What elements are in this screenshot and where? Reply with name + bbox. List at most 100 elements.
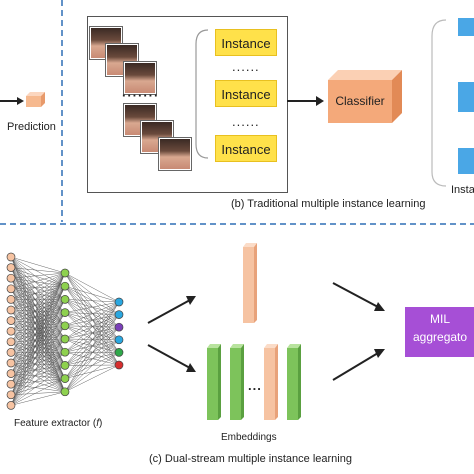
network-edge — [10, 299, 66, 395]
network-edge — [10, 286, 66, 364]
network-edge — [64, 339, 120, 353]
input-node — [6, 326, 16, 336]
panel-b-caption: (b) Traditional multiple instance learni… — [231, 198, 426, 210]
instance-box: Instance — [215, 135, 277, 162]
network-edge — [10, 299, 66, 385]
network-edge — [64, 301, 120, 379]
network-edge — [10, 272, 66, 395]
network-edge — [10, 312, 66, 406]
output-node — [114, 348, 124, 357]
network-edge — [10, 272, 66, 290]
network-edge — [64, 312, 120, 315]
network-edge — [10, 267, 66, 274]
partial-instance-label: Insta — [451, 184, 474, 196]
network-edge — [64, 299, 120, 315]
network-edge — [10, 277, 66, 300]
network-edge — [10, 272, 66, 332]
network-edge — [10, 299, 66, 353]
network-edge — [64, 301, 120, 366]
network-edge — [64, 312, 120, 366]
network-edge — [64, 301, 120, 340]
network-edge — [10, 256, 66, 274]
hidden-node — [60, 374, 70, 383]
network-edge — [64, 286, 120, 328]
network-edge — [64, 301, 120, 327]
network-edge — [10, 267, 66, 287]
network-edge — [10, 272, 66, 321]
input-node — [6, 390, 16, 400]
network-edge — [64, 338, 120, 353]
output-node — [114, 335, 124, 345]
network-edge — [10, 378, 66, 406]
network-edge — [64, 364, 120, 379]
hidden-node — [60, 308, 70, 317]
network-edge — [10, 286, 66, 385]
network-edge — [10, 288, 66, 313]
network-edge — [64, 272, 120, 328]
network-edge — [10, 312, 66, 395]
network-edge — [10, 286, 66, 406]
network-edge — [64, 314, 120, 327]
network-edge — [64, 327, 120, 392]
network-edge — [10, 299, 66, 374]
network-edge — [10, 278, 66, 313]
network-edge — [10, 256, 66, 313]
network-edge — [64, 325, 120, 328]
hidden-node — [60, 387, 70, 397]
feature-extractor-label: Feature extractor (f) — [14, 418, 103, 429]
network-edge — [64, 352, 120, 392]
instance-box: Instance — [215, 29, 277, 56]
network-edge — [10, 299, 66, 364]
hidden-node — [60, 268, 70, 278]
network-edge — [10, 312, 66, 374]
instance-box: Instance — [215, 80, 277, 107]
input-node — [6, 369, 16, 378]
mil-aggregator-box — [405, 307, 474, 357]
network-edge — [10, 325, 66, 406]
instance-dots: ...... — [232, 114, 260, 129]
network-edge — [10, 272, 66, 353]
input-node — [6, 252, 16, 262]
network-edge — [10, 267, 66, 313]
input-node — [6, 273, 16, 283]
panel-c-caption: (c) Dual-stream multiple instance learni… — [149, 453, 352, 465]
network-edge — [10, 272, 66, 364]
network-edge — [10, 272, 66, 374]
input-node — [6, 263, 16, 272]
network-edge — [64, 325, 120, 366]
network-edge — [64, 286, 120, 340]
network-edge — [64, 312, 120, 328]
network-edge — [64, 352, 120, 366]
network-edge — [10, 267, 66, 300]
hidden-node — [60, 361, 70, 370]
network-edge — [10, 256, 66, 300]
network-edge — [10, 338, 66, 406]
network-edge — [10, 272, 66, 406]
input-node — [6, 337, 16, 347]
prediction-label: Prediction — [7, 121, 56, 133]
network-edge — [10, 312, 66, 364]
network-edge — [10, 272, 66, 385]
network-edge — [64, 326, 120, 340]
network-edge — [64, 301, 120, 313]
network-edge — [64, 351, 120, 366]
classifier-label: Classifier — [335, 94, 385, 108]
hidden-node — [60, 321, 70, 331]
network-edge — [64, 312, 120, 353]
input-node — [6, 305, 16, 315]
input-node — [6, 284, 16, 294]
network-edge — [64, 299, 120, 303]
input-node — [6, 358, 16, 368]
network-edge — [64, 299, 120, 366]
network-edge — [64, 272, 120, 315]
input-node — [6, 379, 16, 389]
mil-label-line1: MIL — [430, 312, 451, 326]
network-edge — [64, 325, 120, 341]
